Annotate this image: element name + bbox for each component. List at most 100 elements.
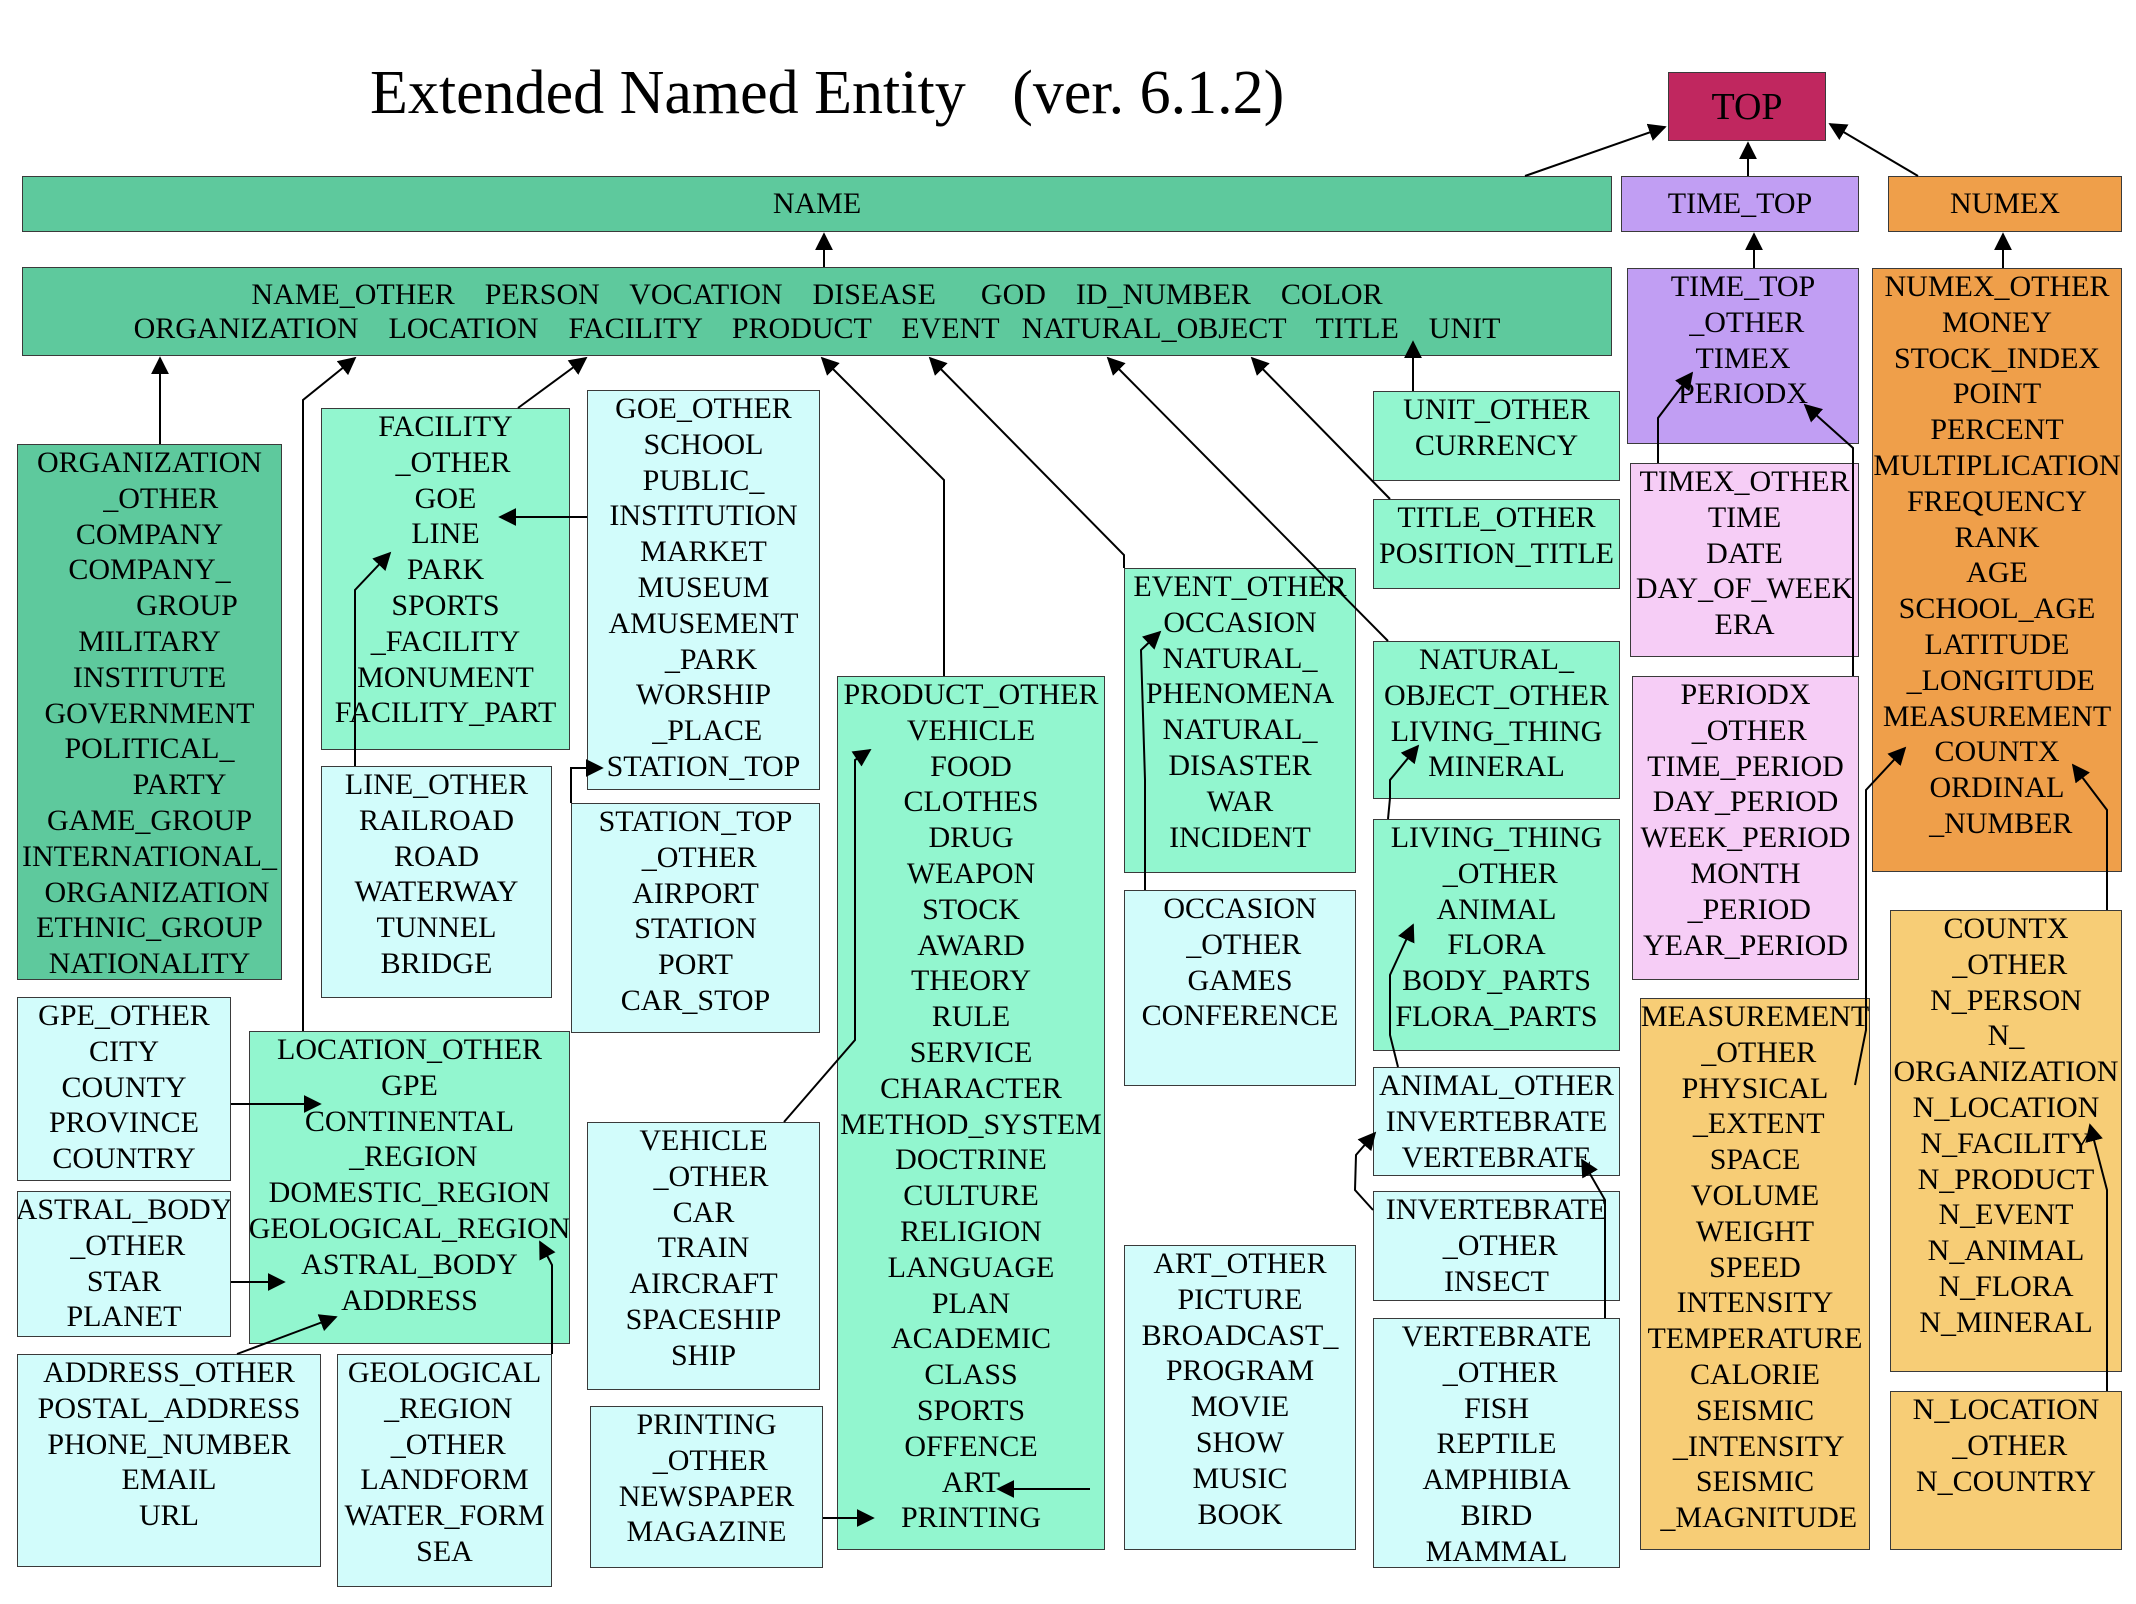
facility-item: FACILITY_PART [334, 696, 557, 730]
arrow-facility-to-cats [517, 356, 588, 409]
periodx-item: DAY_PERIOD [1652, 785, 1839, 819]
gpe-item: GPE_OTHER [38, 999, 210, 1032]
astral-body-item: PLANET [66, 1300, 182, 1334]
facility-item: SPORTS [391, 588, 500, 622]
location-item: _REGION [341, 1140, 478, 1174]
numex-other-item: RANK [1954, 520, 2040, 554]
occasion-item: GAMES [1187, 963, 1293, 997]
arrow-title-to-cats [1250, 356, 1391, 500]
numex-other-item: SCHOOL_AGE [1898, 592, 2096, 626]
goe-item: AMUSEMENT [608, 606, 799, 640]
product-item: METHOD_SYSTEM [840, 1107, 1102, 1141]
event-item: OCCASION [1163, 605, 1317, 639]
arrow-product-to-cats [820, 356, 945, 676]
measurement-item: SEISMIC [1695, 1465, 1815, 1499]
art-item: MUSIC [1192, 1461, 1288, 1495]
periodx-item: WEEK_PERIOD [1640, 821, 1851, 855]
occasion-item: CONFERENCE [1141, 999, 1339, 1033]
product-item: DRUG [928, 821, 1014, 855]
periodx-item: _OTHER [1684, 713, 1807, 747]
arrow-event-to-cats [928, 356, 1125, 568]
station-top-item: CAR_STOP [620, 983, 771, 1017]
measurement-item: TEMPERATURE [1647, 1322, 1863, 1356]
product-item: LANGUAGE [887, 1250, 1055, 1284]
organization-item: GOVERNMENT [44, 696, 255, 730]
occasion-item: OCCASION [1163, 892, 1317, 925]
numex-other-item: COUNTX [1934, 735, 2060, 769]
product-item: CULTURE [903, 1179, 1039, 1213]
product-item: STOCK [922, 892, 1020, 926]
measurement-item: _OTHER [1693, 1035, 1817, 1069]
station-top-item: _OTHER [634, 840, 757, 874]
station-top-item: AIRPORT [632, 876, 759, 910]
goe-item: PUBLIC_ [642, 463, 765, 497]
goe-item: MUSEUM [637, 570, 770, 604]
time-top-other-item: TIME_TOP [1670, 270, 1816, 303]
organization-item: ORGANIZATION [29, 875, 270, 909]
organization-item: COMPANY [75, 517, 224, 551]
arrow-invertebrate-to-animal [1353, 1131, 1377, 1211]
product-item: WEAPON [906, 856, 1036, 890]
line-item: WATERWAY [354, 875, 519, 909]
event-item: NATURAL_ [1162, 713, 1318, 747]
name-box: NAME [22, 176, 1612, 232]
address-item: ADDRESS_OTHER [43, 1356, 295, 1389]
unit-item: UNIT_OTHER [1403, 393, 1590, 426]
organization-item: ETHNIC_GROUP [36, 911, 263, 945]
address-item: POSTAL_ADDRESS [37, 1391, 301, 1425]
measurement-item: PHYSICAL [1681, 1071, 1829, 1105]
numex-other-item: STOCK_INDEX [1893, 341, 2101, 375]
product-item: PRODUCT_OTHER [843, 678, 1099, 711]
goe-item: GOE_OTHER [615, 392, 792, 425]
measurement-item: SPACE [1709, 1143, 1801, 1177]
living-thing-item: BODY_PARTS [1402, 964, 1591, 998]
numex-other-item: FREQUENCY [1906, 484, 2087, 518]
art-item: PROGRAM [1165, 1354, 1315, 1388]
station-top-item: PORT [658, 948, 733, 982]
station-top-item: STATION [634, 912, 757, 946]
measurement-item: _MAGNITUDE [1652, 1501, 1858, 1535]
unit-item: CURRENCY [1414, 428, 1579, 462]
numex-other-item: MONEY [1942, 305, 2052, 339]
invertebrate-item: INSECT [1444, 1264, 1549, 1298]
measurement-item: WEIGHT [1695, 1214, 1815, 1248]
location-item: CONTINENTAL [304, 1104, 515, 1138]
goe-item: INSTITUTION [609, 499, 798, 533]
title-item: POSITION_TITLE [1379, 536, 1614, 570]
product-item: PRINTING [901, 1501, 1041, 1535]
timex-item: DATE [1706, 536, 1783, 570]
organization-item: INTERNATIONAL_ [22, 839, 277, 873]
time-top-other-item: PERIODX [1677, 377, 1808, 411]
vehicle-item: SHIP [670, 1338, 737, 1372]
numex-other-item: LATITUDE [1924, 627, 2070, 661]
station-top-item: STATION_TOP [598, 805, 793, 838]
living-thing-item: LIVING_THING [1390, 821, 1603, 854]
time-top-other-item: TIMEX [1695, 341, 1791, 375]
facility-item: PARK [406, 553, 485, 587]
printing-item: _OTHER [645, 1443, 768, 1477]
product-item: SERVICE [909, 1035, 1033, 1069]
art-item: BROADCAST_ [1141, 1318, 1339, 1352]
time-top-box: TIME_TOP [1621, 176, 1859, 232]
timex-item: DAY_OF_WEEK [1635, 572, 1854, 606]
vertebrate-item: VERTEBRATE [1401, 1320, 1592, 1353]
countx-item: COUNTX [1943, 912, 2069, 945]
address-item: URL [139, 1499, 199, 1533]
event-item: PHENOMENA [1145, 677, 1335, 711]
product-item: OFFENCE [904, 1429, 1038, 1463]
